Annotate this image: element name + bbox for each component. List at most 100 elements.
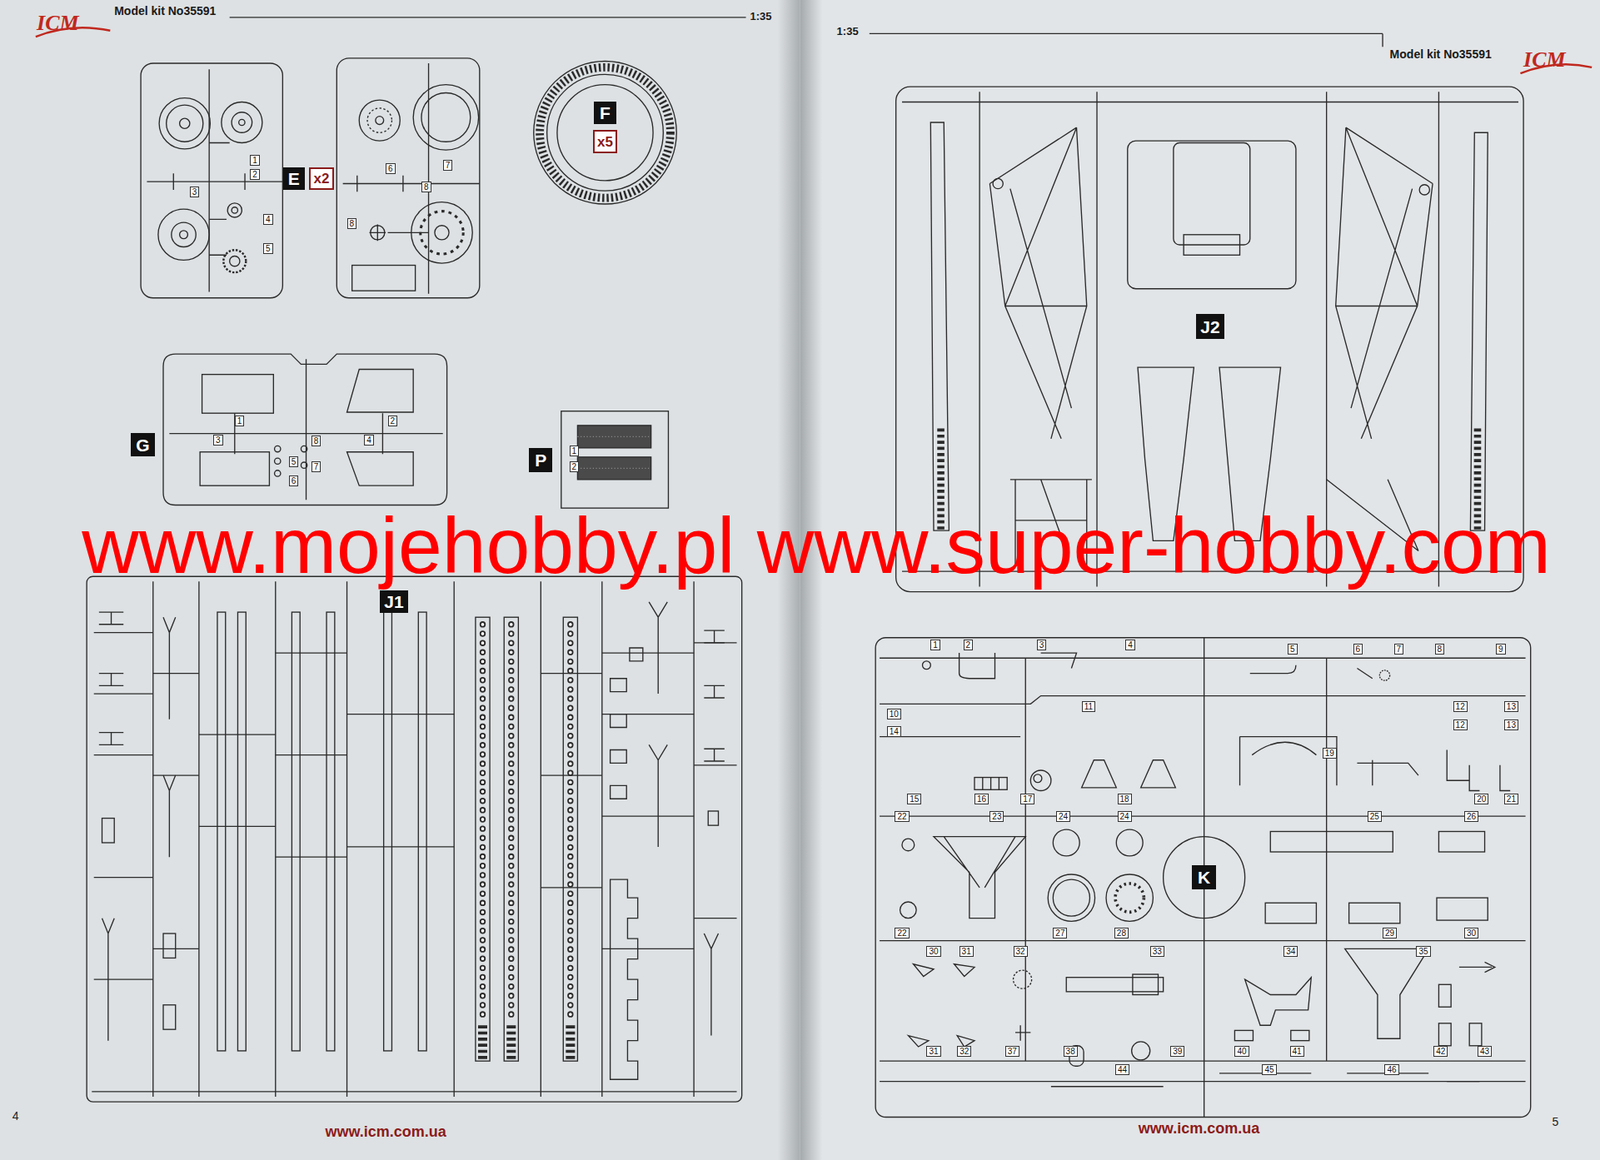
part-number: 8 [311, 435, 322, 447]
website-footer: www.icm.com.ua [1138, 1121, 1260, 1137]
sprue-letter: J2 [1196, 314, 1225, 340]
part-number: 11 [1081, 701, 1096, 713]
brand-logo: ICM [36, 12, 80, 35]
part-number: 4 [263, 214, 274, 225]
sprue-letter-text: J2 [1200, 318, 1220, 336]
sprue-letter: G [130, 433, 155, 457]
sprue-letter: E [283, 167, 305, 190]
part-number: 2 [963, 639, 974, 651]
part-number: 31 [959, 946, 974, 958]
sprue-letter-text: K [1197, 868, 1211, 887]
part-number: 33 [1150, 946, 1165, 958]
part-number: 4 [1125, 639, 1136, 651]
part-number: 1 [249, 154, 260, 166]
part-number: 3 [189, 186, 200, 198]
part-number: 34 [1283, 946, 1298, 958]
sprue-letter-text: F [599, 104, 611, 122]
part-number: 32 [1013, 946, 1028, 958]
part-number: 16 [974, 793, 989, 805]
part-number: 10 [887, 708, 902, 720]
part-number: 7 [443, 159, 454, 171]
part-number: 2 [388, 415, 399, 427]
quantity-text: x2 [313, 171, 329, 186]
part-number: 15 [907, 793, 922, 805]
quantity-tag: x5 [593, 129, 618, 154]
part-number: 30 [1464, 927, 1479, 939]
part-number: 4 [363, 434, 374, 446]
header-text: 1:35 [837, 25, 859, 37]
part-number: 5 [289, 456, 300, 468]
part-number: 5 [263, 243, 274, 255]
part-number: 13 [1504, 701, 1519, 713]
part-number: 35 [1415, 946, 1431, 958]
part-number: 25 [1367, 811, 1382, 823]
part-number: 23 [989, 811, 1004, 823]
part-number: 37 [1005, 1046, 1020, 1057]
website-footer: www.icm.com.ua [324, 1124, 446, 1140]
brand-logo: ICM [1523, 49, 1566, 71]
sprue-letter-text: P [534, 451, 547, 469]
part-number: 17 [1020, 793, 1035, 805]
part-number: 28 [1114, 927, 1129, 939]
part-number: 40 [1234, 1046, 1249, 1057]
sprue-letter: P [528, 448, 553, 472]
part-number: 3 [1036, 639, 1047, 651]
part-number: 27 [1052, 927, 1067, 939]
part-number: 6 [1353, 643, 1364, 655]
part-number: 3 [213, 434, 224, 446]
sprue-letter: F [593, 101, 617, 125]
part-number: 42 [1433, 1046, 1448, 1057]
quantity-text: x5 [597, 134, 614, 150]
part-number: 8 [347, 218, 358, 230]
part-number: 5 [1287, 643, 1298, 655]
part-number: 12 [1453, 701, 1468, 713]
part-number: 20 [1474, 793, 1489, 805]
part-number: 41 [1290, 1046, 1305, 1057]
part-number: 22 [894, 927, 909, 939]
part-number: 39 [1170, 1046, 1185, 1057]
part-number: 13 [1504, 719, 1519, 731]
part-number: 29 [1382, 927, 1397, 939]
sprue-letter-text: G [135, 436, 150, 454]
part-number: 44 [1115, 1064, 1130, 1076]
part-number: 18 [1117, 793, 1132, 805]
part-number: 2 [249, 169, 260, 180]
part-number: 22 [894, 811, 909, 823]
part-number: 24 [1056, 811, 1071, 823]
header-text: Model kit No35591 [114, 4, 216, 17]
part-number: 21 [1504, 793, 1519, 805]
part-number: 26 [1464, 811, 1479, 823]
part-number: 45 [1261, 1064, 1277, 1076]
part-number: 1 [930, 639, 941, 651]
header-text: Model kit No35591 [1390, 48, 1492, 60]
part-number: 14 [887, 726, 902, 738]
part-number: 6 [385, 163, 396, 175]
part-number: 38 [1063, 1046, 1078, 1057]
sprue-letter: J1 [379, 590, 409, 614]
part-number: 8 [1435, 643, 1446, 655]
part-number: 30 [926, 946, 941, 958]
part-number: 8 [421, 181, 432, 193]
part-number: 7 [1394, 643, 1405, 655]
part-number: 31 [926, 1046, 941, 1057]
part-number: 6 [289, 475, 300, 487]
part-number: 2 [569, 461, 580, 473]
sprue-letter: K [1191, 865, 1217, 890]
watermark: www.mojehobby.pl www.super-hobby.com [81, 506, 1551, 586]
part-number: 1 [569, 445, 580, 457]
page-number: 5 [1551, 1116, 1559, 1128]
part-number: 24 [1117, 811, 1132, 823]
sprue-letter-text: J1 [383, 593, 404, 611]
sprue-letter-text: E [288, 169, 300, 188]
part-number: 46 [1384, 1064, 1399, 1076]
part-number: 7 [311, 461, 322, 473]
part-number: 19 [1322, 747, 1337, 759]
page-number: 4 [12, 1110, 20, 1122]
quantity-tag: x2 [309, 167, 335, 190]
part-number: 32 [957, 1046, 972, 1057]
header-text: 1:35 [749, 10, 772, 22]
part-number: 1 [234, 415, 245, 427]
part-number: 43 [1477, 1046, 1492, 1057]
part-number: 12 [1453, 719, 1468, 731]
